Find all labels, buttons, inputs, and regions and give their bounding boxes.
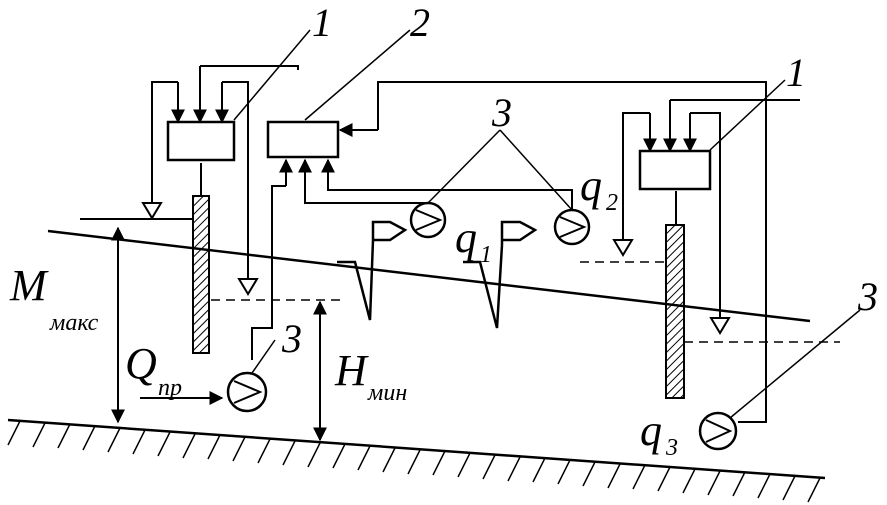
controller-2	[251, 29, 767, 423]
label-3-bottom: 3	[281, 316, 302, 361]
label-q2-sub: 2	[606, 190, 618, 216]
right-gate	[665, 191, 685, 399]
label-1-right: 1	[786, 50, 806, 95]
label-m-sub: макс	[49, 310, 99, 336]
label-q3: q	[640, 406, 662, 455]
label-q2: q	[580, 161, 602, 210]
label-h-sub: мин	[367, 380, 407, 406]
label-2: 2	[410, 0, 430, 45]
outlets	[337, 220, 538, 329]
left-gate	[80, 163, 210, 354]
water-surface	[47, 229, 811, 323]
label-qpr-sub: пр	[158, 375, 182, 401]
label-qpr: Q	[125, 339, 157, 388]
ground	[7, 418, 826, 503]
pump-qpr	[140, 339, 276, 413]
label-1-left: 1	[312, 0, 332, 45]
pump-q2	[553, 208, 591, 246]
label-m: M	[9, 261, 49, 310]
controller-1-right	[612, 79, 800, 335]
label-3-right: 3	[857, 274, 878, 319]
pump-q3	[698, 309, 861, 451]
label-h: H	[334, 346, 369, 395]
controller-1-left	[141, 29, 311, 296]
pump-q1	[409, 201, 447, 239]
label-3-top: 3	[491, 90, 512, 135]
label-q3-sub: 3	[665, 435, 678, 461]
level-lines	[211, 261, 840, 343]
label-q1-sub: 1	[480, 242, 492, 268]
label-q1: q	[455, 213, 477, 262]
